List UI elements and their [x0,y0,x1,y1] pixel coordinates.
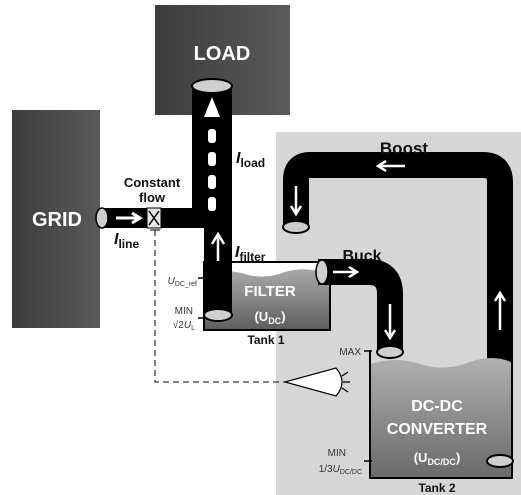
i-line-label: Iline [114,231,139,251]
min2-label: MIN [328,448,346,459]
tank1-label: Tank 1 [247,333,284,347]
boost-label: Boost [380,139,429,158]
constant-flow-label-line1: Constant [124,175,181,190]
load-label: LOAD [194,43,251,65]
grid-pipe-opening [96,208,108,228]
load-dash-4 [208,197,216,211]
tank1-pipe-opening [204,309,232,321]
i-load-label: Iload [236,150,265,170]
buck-pipe-inlet [316,260,328,284]
max2-label: MAX [339,347,361,358]
udc-ref-label: UDC_ref [168,276,197,288]
min1-value: √2UL [173,319,195,332]
tank2-boost-inlet [487,455,513,467]
boost-pipe-outlet [283,221,309,233]
filter-title: FILTER [244,283,296,300]
i-filter-label: Ifilter [235,244,266,264]
load-dash-3 [208,175,216,189]
converter-title-line1: DC-DC [411,398,463,415]
buck-label: Buck [342,248,381,265]
grid-label: GRID [32,209,82,231]
tank1-pipe-inside [204,262,232,314]
load-dash-1 [208,129,216,143]
converter-title-line2: CONVERTER [387,421,488,438]
load-pipe-opening [192,79,232,93]
tank2-label: Tank 2 [418,481,455,495]
load-dash-2 [208,152,216,166]
min1-label: MIN [175,306,193,317]
buck-pipe-outlet [377,346,403,358]
constant-flow-label-line2: flow [139,190,166,205]
